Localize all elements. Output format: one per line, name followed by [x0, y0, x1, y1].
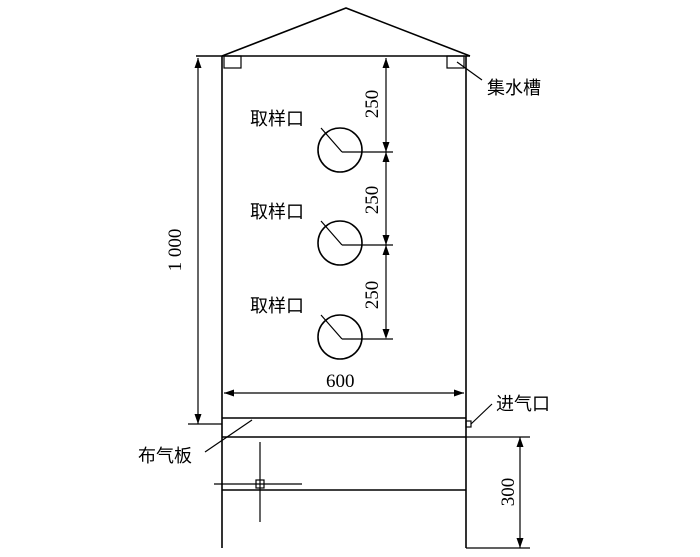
dim-arrow	[516, 538, 524, 548]
sample-port-circle-3	[317, 314, 363, 360]
dim-250-label-1: 250	[362, 90, 383, 119]
collector-trough-left	[223, 55, 242, 69]
dim-250-label-3: 250	[362, 281, 383, 310]
sample-port-circle-1	[317, 127, 363, 173]
dim-1000-label: 1 000	[165, 229, 186, 272]
sample-port-label-2: 取样口	[250, 202, 304, 223]
dim-arrow	[224, 389, 234, 397]
dim-arrow	[382, 142, 390, 152]
sample-leader-2	[320, 220, 343, 246]
gas-inlet-leader	[470, 403, 493, 425]
dim-250-label-2: 250	[362, 186, 383, 215]
sample-leader-1	[320, 127, 343, 153]
dim-arrow	[382, 329, 390, 339]
sample-port-label-1: 取样口	[250, 109, 304, 130]
dim-arrow	[194, 414, 202, 424]
dim-600-label: 600	[326, 371, 355, 392]
gas-inlet-label: 进气口	[496, 394, 550, 415]
dim-arrow	[194, 58, 202, 68]
dim-arrow	[382, 58, 390, 68]
sample-port-circle-2	[317, 220, 363, 266]
dim-arrow	[382, 245, 390, 255]
roof	[221, 7, 471, 57]
collector-trough-right	[446, 55, 465, 69]
sample-port-label-3: 取样口	[250, 296, 304, 317]
collector-label: 集水槽	[487, 78, 541, 99]
dim-arrow	[382, 235, 390, 245]
collector-leader	[456, 61, 483, 81]
dim-arrow	[516, 437, 524, 447]
distributor-label: 布气板	[138, 446, 192, 467]
dim-arrow	[454, 389, 464, 397]
dim-arrow	[382, 152, 390, 162]
distributor-leader	[204, 419, 253, 453]
pipe-junction	[255, 479, 265, 489]
sample-leader-3	[320, 314, 343, 340]
dim-300-label: 300	[498, 478, 519, 507]
